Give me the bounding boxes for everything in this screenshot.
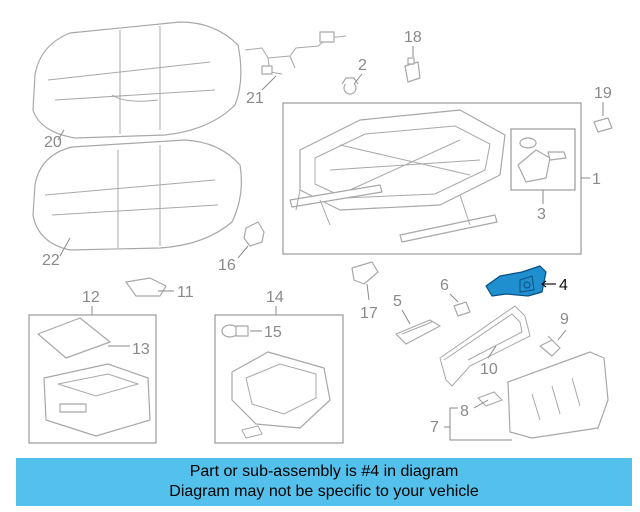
callout-9: 9 (560, 311, 569, 328)
callout-14: 14 (266, 289, 284, 306)
part-21-wire-harness (244, 31, 347, 75)
part-7-side-shield (507, 351, 609, 439)
part-10-wire (439, 305, 531, 387)
callout-10: 10 (480, 361, 498, 378)
callout-2: 2 (358, 57, 367, 74)
callout-3: 3 (537, 206, 546, 223)
callout-15: 15 (264, 324, 282, 341)
part-16-clip (243, 221, 265, 247)
callout-11: 11 (177, 284, 194, 301)
callout-8: 8 (460, 403, 469, 420)
callout-12: 12 (82, 289, 100, 306)
part-6-pad (453, 301, 471, 317)
part-4-highlighted (485, 265, 547, 297)
part-22-seat-cover (32, 139, 242, 251)
part-1-seat-frame (289, 109, 506, 243)
part-15-bulb (221, 324, 249, 338)
part-5-trim (395, 319, 441, 345)
part-3-motor (517, 137, 567, 183)
callout-16: 16 (218, 257, 236, 274)
part-13-mat (37, 317, 111, 359)
part-18-bracket (404, 57, 421, 83)
callout-20: 20 (44, 134, 62, 151)
callout-6: 6 (440, 277, 449, 294)
callout-13: 13 (132, 341, 150, 358)
banner-line-2: Diagram may not be specific to your vehi… (169, 483, 479, 500)
callout-21: 21 (246, 90, 264, 107)
callout-19: 19 (594, 85, 612, 102)
part-14-console (231, 351, 331, 439)
part-20-seat-pad (32, 21, 242, 139)
part-19-block (593, 117, 613, 133)
banner-line-1: Part or sub-assembly is #4 in diagram (189, 463, 459, 480)
callout-18: 18 (404, 29, 422, 46)
callout-17: 17 (360, 305, 378, 322)
part-12-group-box (28, 314, 157, 444)
callout-4: 4 (559, 277, 568, 294)
part-12-tray (43, 363, 151, 437)
part-9-fastener (539, 335, 561, 357)
callout-5: 5 (393, 293, 402, 310)
part-17-bracket (351, 261, 379, 285)
part-11-cover (125, 277, 167, 297)
part-2-clip (341, 77, 359, 95)
part-14-group-box (214, 314, 344, 444)
callout-1: 1 (592, 171, 601, 188)
callout-7: 7 (430, 419, 439, 436)
info-banner: Part or sub-assembly is #4 in diagram Di… (16, 458, 632, 506)
callout-22: 22 (42, 252, 60, 269)
